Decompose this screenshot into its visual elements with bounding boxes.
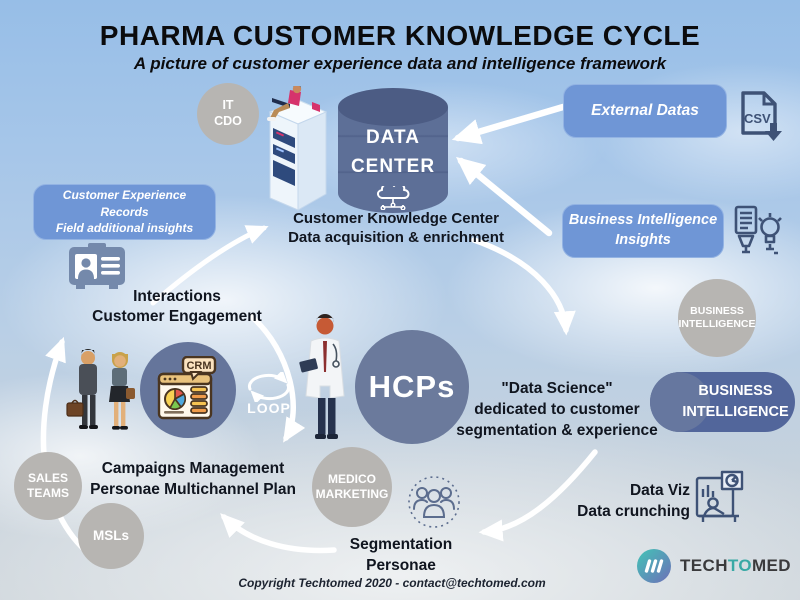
pill-highlight (650, 372, 710, 432)
arrow-datacenter-to-datascience (471, 237, 576, 336)
segmentation-caption: Segmentation Personae (350, 534, 452, 576)
techtomed-logo-text: TECHTOMED (680, 556, 791, 576)
bi-insights-label: Insights (615, 232, 671, 248)
bi-gray-label: INTELLIGENCE (678, 318, 756, 330)
arrow-segmentation-to-campaigns (220, 513, 337, 554)
page-subtitle: A picture of customer experience data an… (133, 54, 667, 73)
sales-teams-label: TEAMS (27, 486, 69, 500)
server-illustration (267, 86, 328, 211)
hcps-label: HCPs (368, 368, 456, 404)
crm-icon: CRM (157, 356, 217, 420)
interactions-caption: Interactions Customer Engagement (92, 287, 262, 326)
data-center-node: DATA CENTER (338, 88, 448, 213)
bi-insights-label: Business Intelligence (568, 212, 718, 229)
copyright-text: Copyright Techtomed 2020 - contact@techt… (238, 576, 546, 590)
people-group-icon (408, 476, 460, 528)
data-center-label: DATA (366, 127, 420, 148)
bi-pill-label: INTELLIGENCE (682, 404, 789, 420)
logo-part-to: TO (727, 556, 752, 575)
data-science-caption: "Data Science" dedicated to customer seg… (456, 378, 658, 441)
crm-label: CRM (186, 360, 211, 372)
developer-person-illustration (267, 86, 302, 121)
business-intelligence-pill-node: BUSINESS INTELLIGENCE (650, 372, 795, 432)
cx-records-node: Customer Experience Records Field additi… (33, 184, 216, 240)
data-science-line: dedicated to customer (474, 401, 640, 418)
external-datas-node: External Datas (563, 84, 727, 138)
logo-part-med: MED (752, 556, 791, 575)
pink-cube (312, 102, 320, 112)
it-cdo-label: CDO (214, 114, 242, 128)
cylinder-top (338, 88, 448, 126)
csv-label: CSV (744, 111, 771, 126)
business-intelligence-gray-node: BUSINESS INTELLIGENCE (678, 279, 756, 357)
loop-icon (247, 372, 291, 402)
knowledge-center-caption: Customer Knowledge Center Data acquisiti… (288, 209, 504, 247)
knowledge-center-line: Customer Knowledge Center (293, 210, 499, 227)
campaigns-caption: Campaigns Management Personae Multichann… (90, 458, 296, 500)
cx-records-label: Field additional insights (55, 221, 194, 236)
data-science-line: "Data Science" (501, 380, 613, 397)
medico-marketing-node: MEDICO MARKETING (312, 447, 392, 527)
arrow-external-to-datacenter (451, 103, 567, 145)
campaigns-line: Personae Multichannel Plan (90, 481, 296, 498)
medico-label: MEDICO (328, 472, 376, 486)
segmentation-line: Segmentation (349, 536, 453, 553)
logo-part-tech: TECH (680, 556, 728, 575)
it-cdo-label: IT (222, 98, 234, 113)
segmentation-line: Personae (366, 557, 436, 574)
interactions-line: Customer Engagement (92, 307, 262, 325)
interactions-line: Interactions (133, 288, 221, 305)
knowledge-center-line: Data acquisition & enrichment (288, 229, 504, 246)
campaigns-line: Campaigns Management (101, 460, 285, 477)
techtomed-logo-icon (637, 549, 671, 583)
medico-label: MARKETING (315, 487, 389, 501)
data-viz-line: Data crunching (577, 503, 690, 520)
bi-pill-label: BUSINESS (698, 382, 773, 399)
cloud-network-icon (377, 186, 410, 210)
cx-records-label: Records (100, 204, 149, 219)
data-viz-line: Data Viz (629, 482, 690, 499)
data-center-label: CENTER (350, 155, 436, 177)
crm-node: CRM (140, 342, 236, 438)
techtomed-logo: TECHTOMED (636, 548, 791, 584)
doctor-illustration (299, 314, 345, 439)
contact-card-icon (69, 243, 125, 289)
data-viz-icon (695, 470, 744, 522)
bi-insights-node: Business Intelligence Insights (562, 204, 724, 258)
loop-label: LOOP (247, 400, 291, 416)
external-datas-label: External Datas (591, 101, 699, 119)
msls-node: MSLs (78, 503, 144, 569)
insight-document-bulb-icon (734, 205, 782, 255)
data-viz-caption: Data Viz Data crunching (566, 480, 690, 522)
data-science-line: segmentation & experience (456, 422, 658, 439)
cx-records-label: Customer Experience (62, 187, 187, 202)
page-title: PHARMA CUSTOMER KNOWLEDGE CYCLE (99, 20, 701, 51)
sales-teams-node: SALES TEAMS (14, 452, 82, 520)
msls-label: MSLs (92, 527, 129, 543)
bi-gray-label: BUSINESS (690, 304, 744, 317)
hcps-node: HCPs (355, 330, 469, 444)
sales-people-illustration (66, 349, 135, 430)
csv-file-icon: CSV (741, 91, 782, 141)
sales-teams-label: SALES (27, 471, 68, 485)
it-cdo-node: IT CDO (197, 83, 259, 145)
